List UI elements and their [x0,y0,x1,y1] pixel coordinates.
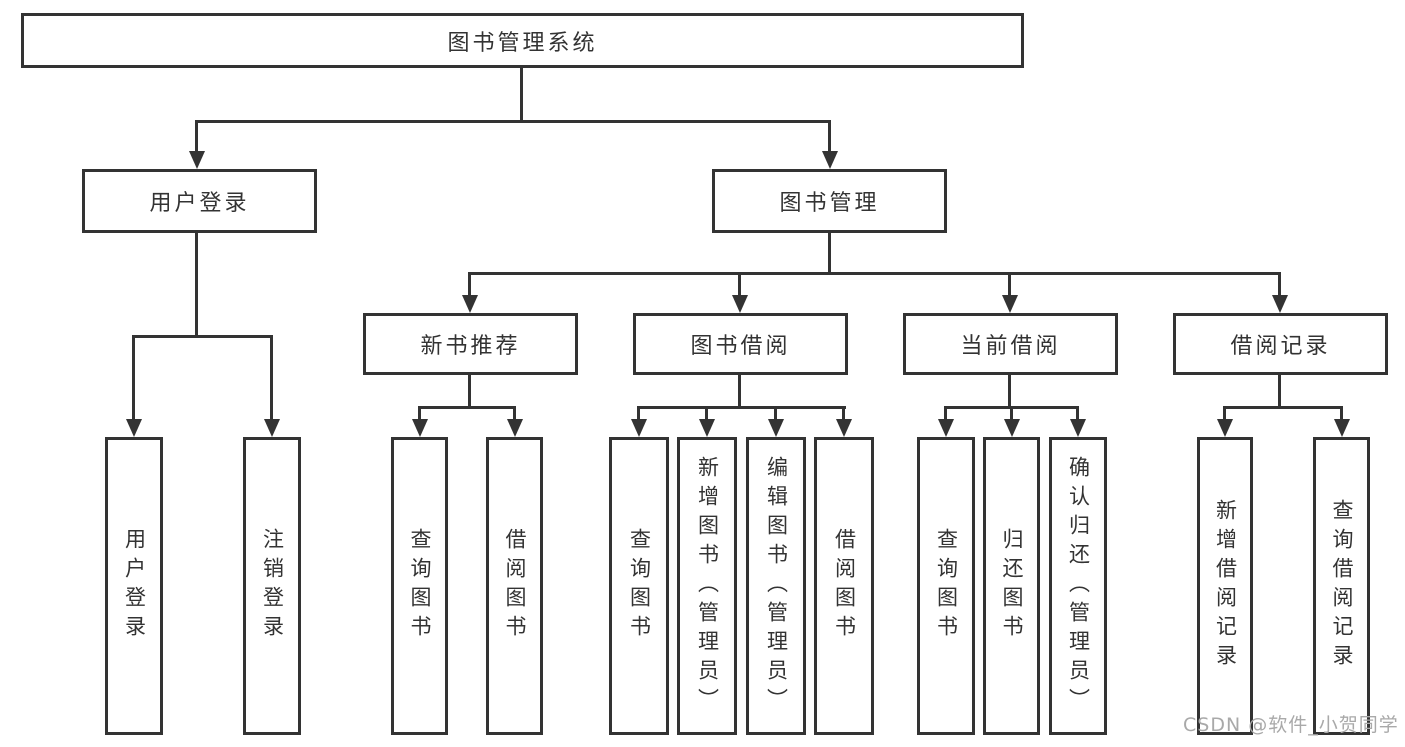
connector-line [738,272,741,297]
connector-line [774,406,777,421]
leaf-borrow-edit-books-admin: 编辑图书（管理员） [746,437,806,735]
connector-line [1278,375,1281,409]
connector-line [468,272,1281,275]
arrow-down-icon [1272,295,1288,313]
arrow-down-icon [1070,419,1086,437]
leaf-current-return-books: 归还图书 [983,437,1040,735]
node-library-management-system: 图书管理系统 [21,13,1024,68]
csdn-watermark: CSDN @软件_小贺同学 [1183,714,1399,736]
connector-line [132,335,273,338]
connector-line [1340,406,1343,421]
arrow-down-icon [189,151,205,169]
leaf-borrow-query-books: 查询图书 [609,437,669,735]
connector-line [828,120,831,153]
arrow-down-icon [768,419,784,437]
connector-line [418,406,516,409]
leaf-logout: 注销登录 [243,437,301,735]
arrow-down-icon [822,151,838,169]
node-book-borrowing: 图书借阅 [633,313,848,375]
connector-line [418,406,421,421]
node-current-borrowing: 当前借阅 [903,313,1118,375]
connector-line [944,406,947,421]
connector-line [842,406,845,421]
arrow-down-icon [938,419,954,437]
connector-line [132,335,135,420]
connector-line [195,233,198,338]
arrow-down-icon [507,419,523,437]
arrow-down-icon [264,419,280,437]
arrow-down-icon [699,419,715,437]
leaf-user-login: 用户登录 [105,437,163,735]
connector-line [520,68,523,123]
arrow-down-icon [732,295,748,313]
leaf-records-query-borrow-record: 查询借阅记录 [1313,437,1370,735]
leaf-borrow-add-books-admin: 新增图书（管理员） [677,437,737,735]
connector-line [468,272,471,297]
arrow-down-icon [631,419,647,437]
connector-line [1278,272,1281,297]
leaf-newbook-borrow-books: 借阅图书 [486,437,543,735]
arrow-down-icon [462,295,478,313]
arrow-down-icon [1004,419,1020,437]
connector-line [1008,375,1011,409]
connector-line [513,406,516,421]
node-new-book-recommendation: 新书推荐 [363,313,578,375]
arrow-down-icon [1217,419,1233,437]
connector-line [738,375,741,409]
connector-line [828,233,831,274]
connector-line [1008,272,1011,297]
leaf-borrow-borrow-books: 借阅图书 [814,437,874,735]
connector-line [1010,406,1013,421]
leaf-current-confirm-return-admin: 确认归还（管理员） [1049,437,1107,735]
node-user-login: 用户登录 [82,169,317,233]
leaf-newbook-query-books: 查询图书 [391,437,448,735]
arrow-down-icon [1334,419,1350,437]
connector-line [195,120,831,123]
connector-line [705,406,708,421]
connector-line [637,406,640,421]
arrow-down-icon [126,419,142,437]
connector-line [195,120,198,153]
connector-line [1223,406,1343,409]
leaf-current-query-books: 查询图书 [917,437,975,735]
node-book-management: 图书管理 [712,169,947,233]
arrow-down-icon [1002,295,1018,313]
arrow-down-icon [412,419,428,437]
node-borrowing-records: 借阅记录 [1173,313,1388,375]
arrow-down-icon [836,419,852,437]
connector-line [1223,406,1226,421]
connector-line [637,406,846,409]
connector-line [270,335,273,420]
connector-line [468,375,471,409]
connector-line [1076,406,1079,421]
leaf-records-add-borrow-record: 新增借阅记录 [1197,437,1253,735]
